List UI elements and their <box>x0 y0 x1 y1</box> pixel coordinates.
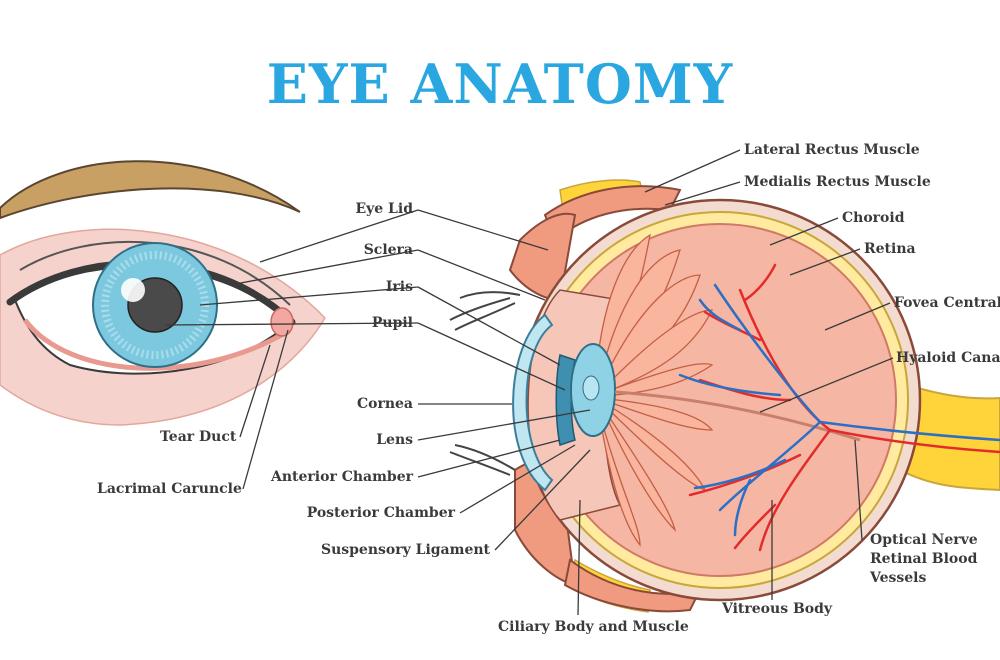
label-fovea-centralis: Fovea Centralis <box>894 295 1000 311</box>
label-sclera: Sclera <box>363 242 413 258</box>
external-eye <box>0 160 326 426</box>
eye-cross-section <box>449 179 1000 613</box>
cornea-shape <box>512 313 554 492</box>
label-retinal-blood: Retinal Blood <box>870 551 978 567</box>
ciliary-fan <box>594 233 714 547</box>
label-cornea: Cornea <box>356 396 413 412</box>
label-medialis-rectus: Medialis Rectus Muscle <box>744 174 931 190</box>
eyebrow <box>0 160 301 220</box>
label-ciliary-body: Ciliary Body and Muscle <box>498 619 689 635</box>
lateral-rectus-shape <box>543 185 682 242</box>
bottom-muscle <box>563 558 702 613</box>
eye-lower-rim <box>23 318 292 371</box>
label-eye-lid: Eye Lid <box>355 201 413 217</box>
label-vessels: Vessels <box>870 570 927 586</box>
label-pupil: Pupil <box>371 315 413 331</box>
leader-lines <box>164 149 894 616</box>
lacrimal-caruncle-shape <box>270 307 294 337</box>
label-posterior-chamber: Posterior Chamber <box>306 505 455 521</box>
label-tear-duct: Tear Duct <box>160 429 237 445</box>
label-lens: Lens <box>376 432 413 448</box>
page-title: EYE ANATOMY <box>266 52 734 116</box>
label-optical-nerve: Optical Nerve <box>870 532 978 548</box>
label-anterior-chamber: Anterior Chamber <box>271 469 413 485</box>
eye-highlight <box>121 278 145 302</box>
lens-core <box>582 375 600 401</box>
label-lacrimal-caruncle: Lacrimal Caruncle <box>97 481 242 497</box>
label-choroid: Choroid <box>842 210 905 226</box>
label-suspensory-ligament: Suspensory Ligament <box>320 542 490 558</box>
upper-lid-muscle <box>508 212 577 302</box>
label-iris: Iris <box>385 279 413 295</box>
label-hyaloid-canal: Hyaloid Canal <box>896 350 1000 366</box>
label-vitreous-body: Vitreous Body <box>722 601 833 617</box>
label-lateral-rectus: Lateral Rectus Muscle <box>744 142 920 158</box>
retinal-veins <box>678 283 1000 537</box>
label-retina: Retina <box>864 241 916 257</box>
upper-lashes <box>449 291 521 331</box>
